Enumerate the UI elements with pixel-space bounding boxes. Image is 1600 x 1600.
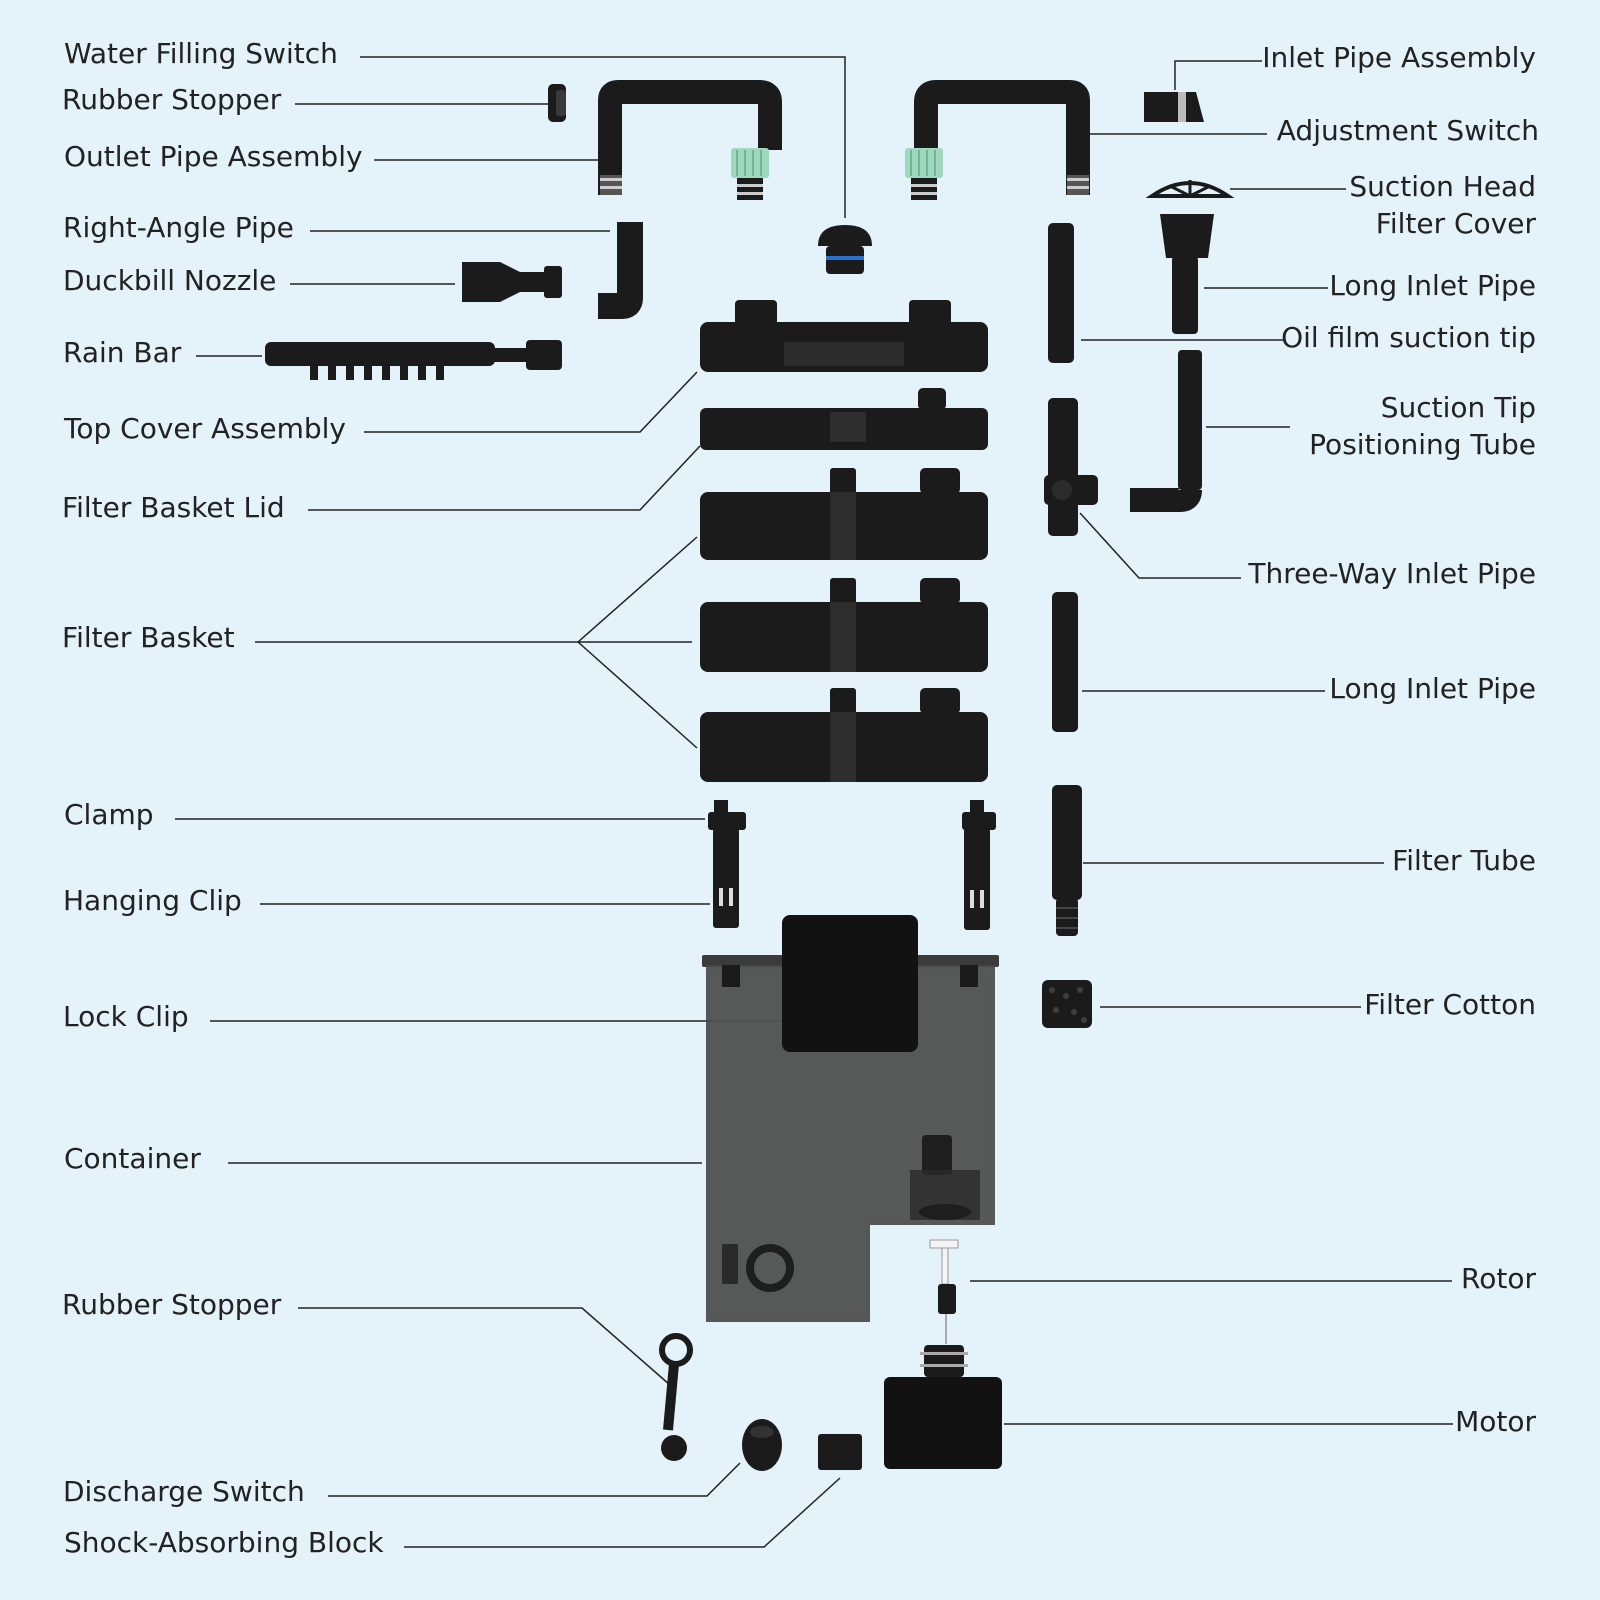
- motor-part: [884, 1345, 1002, 1469]
- label-outlet-pipe-assembly: Outlet Pipe Assembly: [64, 140, 363, 173]
- label-three-way-inlet-pipe: Three-Way Inlet Pipe: [1248, 557, 1536, 590]
- rain-bar-part: [265, 340, 562, 380]
- label-rubber-stopper-top: Rubber Stopper: [62, 83, 282, 116]
- leader-filter-basket-upper: [577, 536, 698, 643]
- three-way-inlet-pipe-part: [1044, 398, 1098, 536]
- leader-top-cover-assembly: [364, 371, 698, 433]
- label-long-inlet-pipe-mid: Long Inlet Pipe: [1329, 672, 1536, 705]
- label-water-filling-switch: Water Filling Switch: [64, 37, 338, 70]
- label-rotor: Rotor: [1461, 1262, 1536, 1295]
- rubber-stopper-bottom-part: [659, 1333, 693, 1461]
- label-right-angle-pipe: Right-Angle Pipe: [63, 211, 294, 244]
- label-container: Container: [64, 1142, 201, 1175]
- label-lock-clip: Lock Clip: [63, 1000, 189, 1033]
- top-cover-assembly-part: [700, 300, 988, 372]
- rotor-part: [929, 1239, 959, 1344]
- label-rain-bar: Rain Bar: [63, 336, 182, 369]
- suction-head-filter-cover-part: [1145, 180, 1235, 334]
- filter-basket-1-part: [700, 468, 988, 560]
- leader-water-filling-switch: [360, 56, 846, 218]
- filter-basket-lid-part: [700, 388, 988, 450]
- label-adjustment-switch: Adjustment Switch: [1276, 114, 1539, 147]
- suction-tip-positioning-tube-part: [1130, 350, 1202, 512]
- label-motor: Motor: [1455, 1405, 1536, 1438]
- label-discharge-switch: Discharge Switch: [63, 1475, 305, 1508]
- label-long-inlet-pipe-top: Long Inlet Pipe: [1329, 269, 1536, 302]
- filter-basket-3-part: [700, 688, 988, 782]
- inlet-pipe-assembly-part: [905, 80, 1090, 200]
- label-filter-tube: Filter Tube: [1392, 844, 1536, 877]
- leader-shock-absorbing-block: [404, 1477, 841, 1548]
- label-duckbill-nozzle: Duckbill Nozzle: [63, 264, 277, 297]
- label-suction-tip: Suction Tip: [1380, 391, 1536, 424]
- label-positioning-tube: Positioning Tube: [1309, 428, 1536, 461]
- long-inlet-pipe-top-part: [1048, 223, 1074, 363]
- label-top-cover-assembly: Top Cover Assembly: [64, 412, 346, 445]
- leader-filter-basket-lower: [577, 641, 698, 749]
- duckbill-nozzle-part: [462, 262, 562, 302]
- label-hanging-clip: Hanging Clip: [63, 884, 242, 917]
- label-clamp: Clamp: [64, 798, 154, 831]
- water-filling-switch-part: [818, 225, 872, 274]
- label-inlet-pipe-assembly: Inlet Pipe Assembly: [1262, 41, 1536, 74]
- leader-filter-basket-lid: [308, 445, 701, 511]
- discharge-switch-part: [742, 1419, 782, 1471]
- container-part: [702, 915, 999, 1322]
- oil-film-suction-tip-part: [1144, 92, 1204, 122]
- hanging-clip-right-part: [962, 800, 996, 930]
- label-shock-absorbing-block: Shock-Absorbing Block: [64, 1526, 384, 1559]
- leader-three-way-inlet-pipe: [1079, 512, 1241, 579]
- right-angle-pipe-part: [598, 222, 643, 319]
- label-filter-basket: Filter Basket: [62, 621, 235, 654]
- label-rubber-stopper-bottom: Rubber Stopper: [62, 1288, 282, 1321]
- filter-tube-part: [1052, 785, 1082, 936]
- label-oil-film-suction-tip: Oil film suction tip: [1281, 321, 1536, 354]
- label-filter-cover: Filter Cover: [1375, 207, 1536, 240]
- leader-rubber-stopper-bottom: [298, 1307, 671, 1386]
- label-suction-head: Suction Head: [1349, 170, 1536, 203]
- filter-cotton-part: [1042, 980, 1092, 1028]
- label-filter-cotton: Filter Cotton: [1364, 988, 1536, 1021]
- label-filter-basket-lid: Filter Basket Lid: [62, 491, 285, 524]
- long-inlet-pipe-mid-part: [1052, 592, 1078, 732]
- hanging-clip-left-part: [708, 800, 746, 928]
- rubber-stopper-top-part: [548, 84, 566, 122]
- leader-discharge-switch: [328, 1462, 741, 1497]
- shock-absorbing-block-part: [818, 1434, 862, 1470]
- outlet-pipe-assembly-part: [598, 80, 782, 200]
- filter-basket-2-part: [700, 578, 988, 672]
- leader-inlet-pipe-assembly: [1174, 60, 1262, 90]
- leader-lines: [175, 56, 1453, 1548]
